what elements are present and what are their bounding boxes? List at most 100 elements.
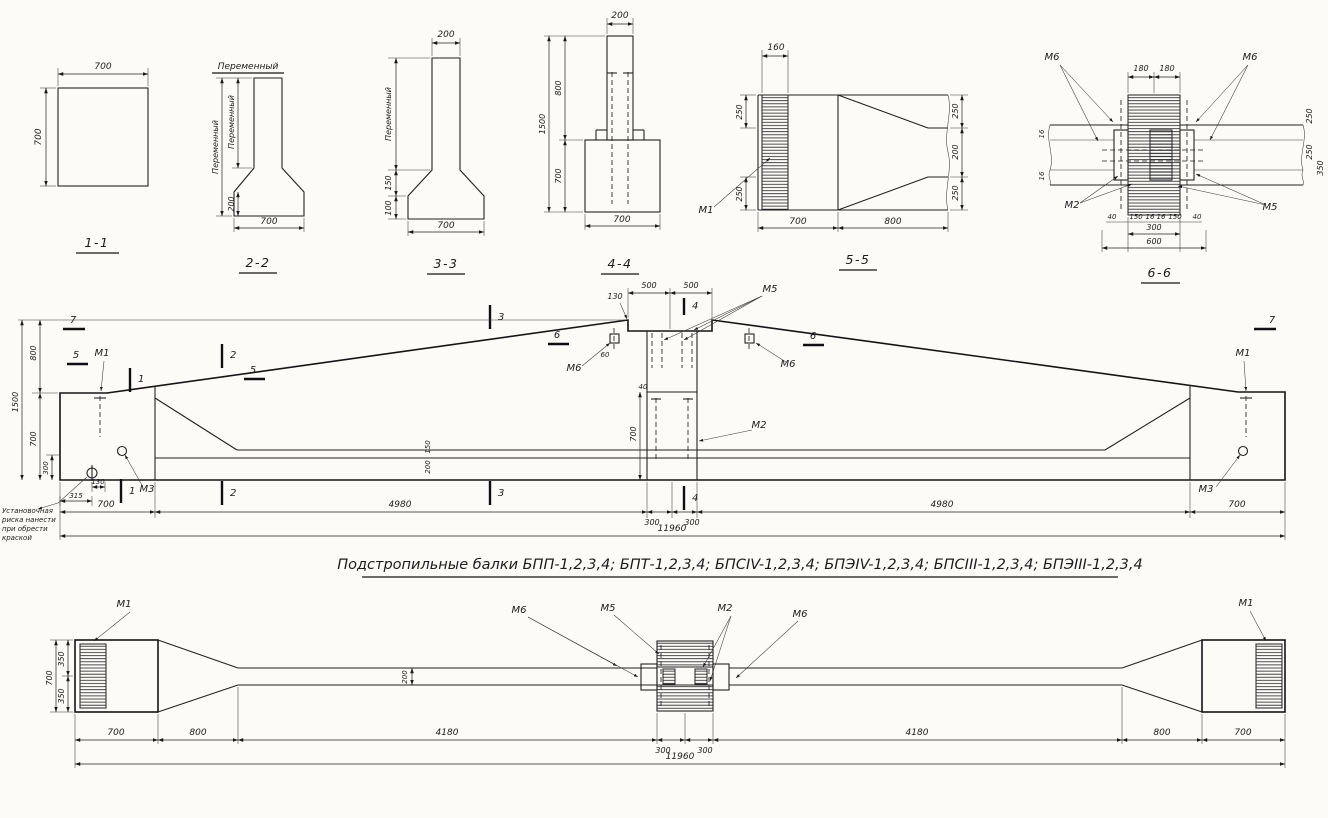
dim-200: 200 xyxy=(424,460,432,474)
cut-6: 6 xyxy=(810,331,816,342)
dim-300: 300 xyxy=(684,518,699,527)
dim-800: 800 xyxy=(189,728,206,738)
dim-200: 200 xyxy=(227,196,236,211)
mark-m6: М6 xyxy=(1243,52,1258,63)
dim-40: 40 xyxy=(1193,213,1202,221)
dim-315: 315 xyxy=(69,492,83,500)
dim-700: 700 xyxy=(1234,728,1251,738)
dim-250: 250 xyxy=(1305,144,1314,159)
dim-130: 130 xyxy=(91,478,105,486)
cut-5: 5 xyxy=(250,365,256,376)
dim-150: 150 xyxy=(384,175,393,190)
dim-300: 300 xyxy=(655,746,670,755)
dim-700: 700 xyxy=(29,431,38,446)
dim-350: 350 xyxy=(57,688,66,703)
dim-300: 300 xyxy=(644,518,659,527)
dim-350: 350 xyxy=(1316,160,1325,175)
dim-800: 800 xyxy=(29,345,38,360)
title-text: Подстропильные балки БПП-1,2,3,4; БПТ-1,… xyxy=(337,557,1143,573)
section-label: 6-6 xyxy=(1148,265,1173,280)
dim-4980: 4980 xyxy=(931,500,954,510)
joint-hatch-top xyxy=(656,640,714,668)
cut-3: 3 xyxy=(498,488,504,499)
dim-160: 160 xyxy=(767,43,784,53)
dim-200: 200 xyxy=(611,11,628,21)
dim-40: 40 xyxy=(1108,213,1117,221)
cut-6: 6 xyxy=(554,330,560,341)
cut-4: 4 xyxy=(692,301,698,312)
section-2-2: Переменный Переменный Переменный 200 700… xyxy=(211,62,305,274)
dim-800: 800 xyxy=(554,80,563,95)
mark-m6: М6 xyxy=(793,609,808,620)
dim-16: 16 xyxy=(1146,213,1155,221)
dim-150: 150 xyxy=(1129,213,1143,221)
dim-16: 16 xyxy=(1157,213,1166,221)
cut-4: 4 xyxy=(692,493,698,504)
dim-130: 130 xyxy=(607,292,622,301)
joint-hatch-bottom xyxy=(656,684,714,712)
cut-1: 1 xyxy=(129,486,135,497)
dim-700: 700 xyxy=(613,215,630,225)
section-label: 5-5 xyxy=(846,252,871,267)
dim-width: 700 xyxy=(94,62,111,72)
dim-variable: Переменный xyxy=(384,87,393,141)
dim-150: 150 xyxy=(1168,213,1182,221)
section-4-4: 200 1500 800 700 700 4-4 xyxy=(538,11,661,275)
dim-16: 16 xyxy=(1038,129,1046,138)
dim-700: 700 xyxy=(554,168,563,183)
section-label: 2-2 xyxy=(246,255,271,270)
plate-hatch xyxy=(1149,129,1173,181)
dim-700: 700 xyxy=(107,728,124,738)
dim-4180: 4180 xyxy=(436,728,459,738)
dim-700: 700 xyxy=(437,221,454,231)
dim-250: 250 xyxy=(951,103,960,118)
dim-250: 250 xyxy=(735,186,744,201)
dim-500: 500 xyxy=(641,281,656,290)
cut-2: 2 xyxy=(230,350,236,361)
dim-200: 200 xyxy=(951,144,960,159)
section-5-5: 160 250 250 250 200 250 М1 700 800 5-5 xyxy=(699,43,968,271)
dim-700: 700 xyxy=(789,217,806,227)
dim-700: 700 xyxy=(260,217,277,227)
dim-800: 800 xyxy=(1153,728,1170,738)
dim-variable: Переменный xyxy=(211,120,220,174)
mark-m3: М3 xyxy=(1199,484,1214,495)
dim-40: 40 xyxy=(639,383,648,391)
dim-300: 300 xyxy=(42,461,50,475)
dim-variable: Переменный xyxy=(218,62,279,72)
dim-4980: 4980 xyxy=(389,500,412,510)
section-6-6: М6 М6 180 180 16 16 250 250 350 М2 М5 40… xyxy=(1038,52,1325,284)
mark-m1: М1 xyxy=(95,348,110,359)
mark-m5: М5 xyxy=(601,603,616,614)
section-label: 3-3 xyxy=(434,256,459,271)
dim-250: 250 xyxy=(951,185,960,200)
mark-m6: М6 xyxy=(567,363,582,374)
cut-7: 7 xyxy=(70,315,77,326)
dim-200: 200 xyxy=(437,30,454,40)
mark-m1: М1 xyxy=(1239,598,1254,609)
cut-7: 7 xyxy=(1269,315,1276,326)
dim-250: 250 xyxy=(735,104,744,119)
dim-1500: 1500 xyxy=(11,392,20,412)
drawing-title: Подстропильные балки БПП-1,2,3,4; БПТ-1,… xyxy=(337,557,1143,578)
joint-plate xyxy=(662,668,676,685)
mark-m1: М1 xyxy=(117,599,132,610)
dim-300: 300 xyxy=(697,746,712,755)
mark-m6: М6 xyxy=(781,359,796,370)
dim-200: 200 xyxy=(401,670,409,684)
mark-m5: М5 xyxy=(1263,202,1278,213)
dim-300: 300 xyxy=(1146,223,1161,232)
section-3-3: 200 Переменный 150 100 700 3-3 xyxy=(384,30,485,275)
mark-m2: М2 xyxy=(1065,200,1080,211)
plan-view: М1 М6 М5 М2 М6 М1 700 350 350 200 700 80… xyxy=(45,598,1286,768)
note-line2: риска нанести xyxy=(1,516,56,524)
section-1-1: 700 700 1-1 xyxy=(34,62,149,254)
note-line4: краской xyxy=(2,534,32,542)
dim-700: 700 xyxy=(45,670,54,685)
dim-60: 60 xyxy=(601,351,610,359)
dim-16: 16 xyxy=(1038,171,1046,180)
cut-3: 3 xyxy=(498,312,504,323)
dim-180: 180 xyxy=(1159,64,1174,73)
m1-hatch-band xyxy=(761,94,789,211)
